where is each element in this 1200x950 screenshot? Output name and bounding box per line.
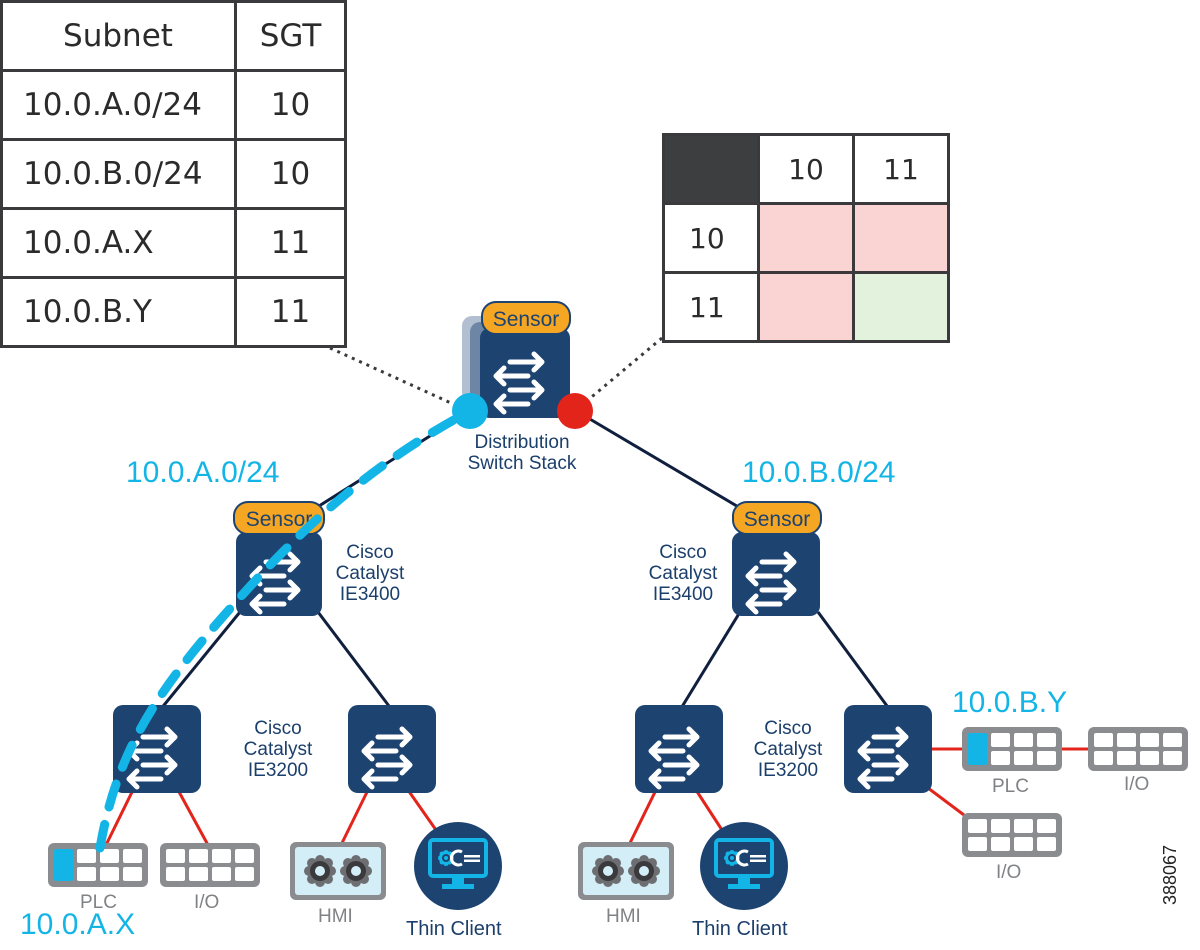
sgt-enforcement-point <box>557 393 593 429</box>
model-line: Cisco <box>346 542 394 563</box>
table-row: 10.0.A.X 11 <box>0 207 347 279</box>
link-edge1-io <box>176 789 210 846</box>
left-access-model-label: Cisco Catalyst IE3400 <box>330 542 410 605</box>
table-row: 10.0.B.Y 11 <box>0 276 347 348</box>
distribution-label: Distribution Switch Stack <box>452 432 592 474</box>
hmi-left-icon[interactable] <box>290 842 386 900</box>
cell-sgt: 10 <box>234 138 347 210</box>
io-right-bottom-icon[interactable] <box>962 813 1062 857</box>
sensor-badge <box>233 501 325 535</box>
io-right-top-icon[interactable] <box>1088 727 1188 771</box>
cell-subnet: 10.0.B.Y <box>0 276 237 348</box>
sgt-policy-matrix: 10 11 10 11 <box>662 133 950 343</box>
link-left-access-edge2 <box>316 611 394 711</box>
sensor-label: Sensor <box>493 308 560 331</box>
link-edge1-plc <box>104 789 135 846</box>
matrix-cell-deny <box>757 271 855 343</box>
thin-client-left-label: Thin Client <box>406 918 502 940</box>
matrix-row-header: 11 <box>662 271 760 343</box>
left-edge-model-label: Cisco Catalyst IE3200 <box>232 718 324 781</box>
matrix-row: 10 <box>662 202 950 274</box>
matrix-header-row: 10 11 <box>662 133 950 205</box>
edge-switch-1[interactable] <box>113 705 201 793</box>
plc-right-icon[interactable] <box>962 727 1062 771</box>
cell-sgt: 10 <box>234 69 347 141</box>
link-edge4-io <box>927 786 965 817</box>
table-header-row: Subnet SGT <box>0 0 347 72</box>
cell-subnet: 10.0.A.0/24 <box>0 69 237 141</box>
matrix-cell-deny <box>757 202 855 274</box>
thin-client-right-label: Thin Client <box>692 918 788 940</box>
cell-subnet: 10.0.A.X <box>0 207 237 279</box>
link-edge2-thinclient <box>406 789 438 831</box>
distribution-switch-stack[interactable]: Sensor <box>462 301 571 418</box>
right-access-model-label: Cisco Catalyst IE3400 <box>640 542 726 605</box>
right-edge-model-label: Cisco Catalyst IE3200 <box>742 718 834 781</box>
left-access-switch-ie3400[interactable]: Sensor <box>233 501 325 616</box>
io-left-icon[interactable] <box>160 843 260 887</box>
plc-left-address: 10.0.A.X <box>20 908 136 941</box>
model-line: Cisco <box>764 718 812 739</box>
model-line: IE3200 <box>247 760 309 781</box>
hmi-left-label: HMI <box>318 906 353 927</box>
distribution-label-line1: Distribution <box>474 432 570 453</box>
matrix-cell-deny <box>852 202 950 274</box>
model-line: Cisco <box>659 542 707 563</box>
thin-client-right-icon[interactable] <box>698 820 790 912</box>
link-edge3-thinclient <box>694 789 724 831</box>
matrix-row: 11 <box>662 271 950 343</box>
traffic-flow-path <box>95 406 475 853</box>
hmi-right-icon[interactable] <box>578 842 674 900</box>
matrix-table-leader <box>581 336 663 407</box>
table-row: 10.0.B.0/24 10 <box>0 138 347 210</box>
io-right-top-label: I/O <box>1124 774 1150 795</box>
link-right-access-edge1 <box>678 611 742 711</box>
io-left-label: I/O <box>194 892 220 913</box>
subnet-table-leader <box>329 346 463 410</box>
distribution-label-line2: Switch Stack <box>467 453 577 474</box>
matrix-col-header: 10 <box>757 133 855 205</box>
table-row: 10.0.A.0/24 10 <box>0 69 347 141</box>
model-line: Cisco <box>254 718 302 739</box>
sensor-label: Sensor <box>246 508 313 531</box>
header-sgt: SGT <box>234 0 347 72</box>
cell-sgt: 11 <box>234 207 347 279</box>
figure-id: 388067 <box>1160 844 1180 905</box>
link-left-access-edge1 <box>158 611 242 711</box>
plc-right-label: PLC <box>992 776 1029 797</box>
subnet-sgt-table: Subnet SGT 10.0.A.0/24 10 10.0.B.0/24 10… <box>0 0 347 348</box>
sensor-badge <box>481 301 571 335</box>
right-subnet-label: 10.0.B.0/24 <box>742 456 896 489</box>
matrix-cell-permit <box>852 271 950 343</box>
link-edge2-hmi <box>340 789 370 844</box>
model-line: IE3400 <box>339 584 401 605</box>
io-right-bottom-label: I/O <box>996 862 1022 883</box>
cell-sgt: 11 <box>234 276 347 348</box>
sensor-badge <box>732 501 822 535</box>
right-access-switch-ie3400[interactable]: Sensor <box>732 501 822 616</box>
model-line: IE3200 <box>757 760 819 781</box>
hmi-right-label: HMI <box>606 906 641 927</box>
model-line: Catalyst <box>335 563 405 584</box>
model-line: Catalyst <box>648 563 718 584</box>
thin-client-left-icon[interactable] <box>412 820 504 912</box>
plc-right-address: 10.0.B.Y <box>952 686 1068 719</box>
link-dist-right-access <box>577 410 753 517</box>
model-line: IE3400 <box>652 584 714 605</box>
edge-switch-2[interactable] <box>348 705 436 793</box>
header-subnet: Subnet <box>0 0 237 72</box>
plc-left-label: PLC <box>80 892 117 913</box>
model-line: Catalyst <box>243 739 313 760</box>
matrix-row-header: 10 <box>662 202 760 274</box>
matrix-corner <box>662 133 760 205</box>
edge-switch-4[interactable] <box>844 705 932 793</box>
model-line: Catalyst <box>753 739 823 760</box>
matrix-col-header: 11 <box>852 133 950 205</box>
cell-subnet: 10.0.B.0/24 <box>0 138 237 210</box>
link-right-access-edge2 <box>816 611 892 711</box>
sensor-label: Sensor <box>744 508 811 531</box>
link-edge3-hmi <box>628 789 658 844</box>
left-subnet-label: 10.0.A.0/24 <box>126 456 280 489</box>
edge-switch-3[interactable] <box>635 705 723 793</box>
